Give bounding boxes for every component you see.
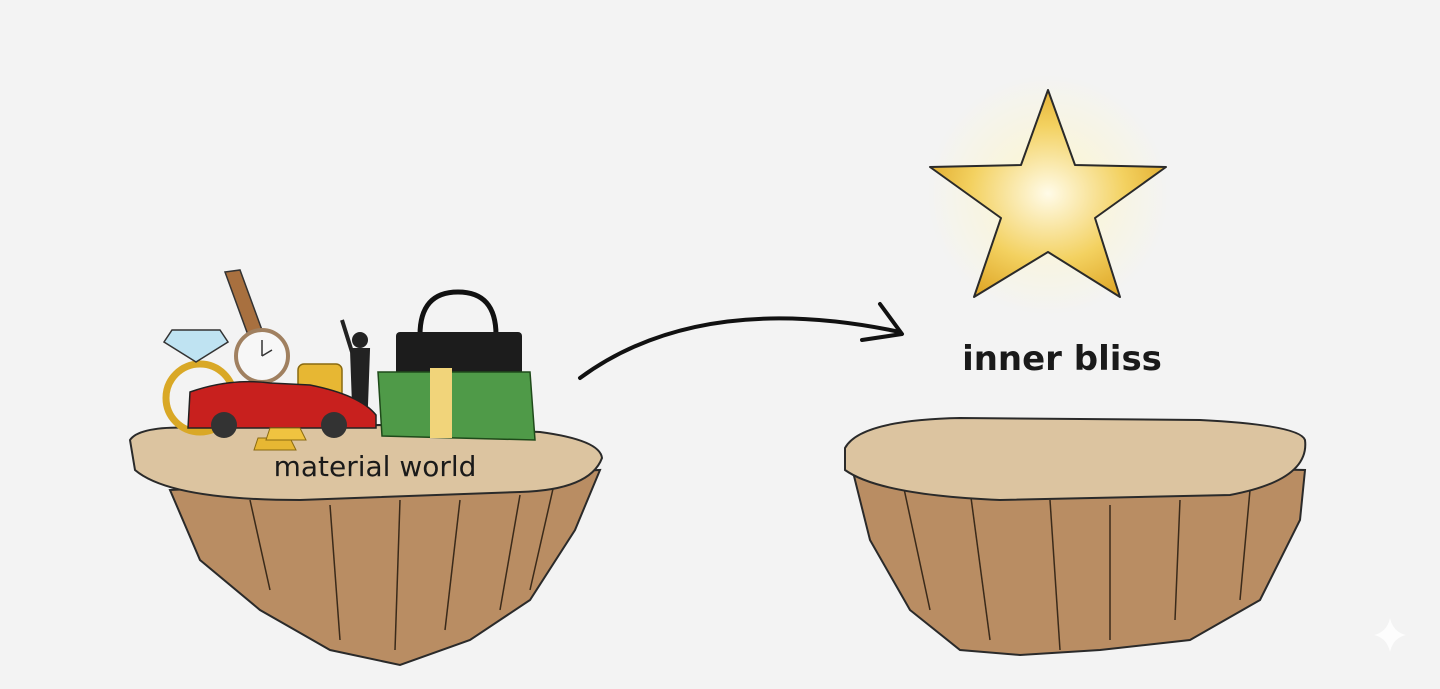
sports-car — [187, 380, 377, 438]
material-world-label: material world — [274, 450, 477, 483]
star-icon — [928, 75, 1168, 315]
gold-bars — [253, 427, 307, 451]
money-stack — [377, 368, 536, 441]
arrow-icon — [578, 302, 904, 380]
watch — [223, 269, 290, 384]
person-figure — [340, 319, 371, 407]
handbag — [396, 289, 522, 376]
inner-bliss-label: inner bliss — [962, 339, 1162, 379]
right-cliff — [844, 416, 1307, 657]
left-cliff — [128, 423, 604, 667]
sparkle-icon — [1374, 618, 1406, 652]
